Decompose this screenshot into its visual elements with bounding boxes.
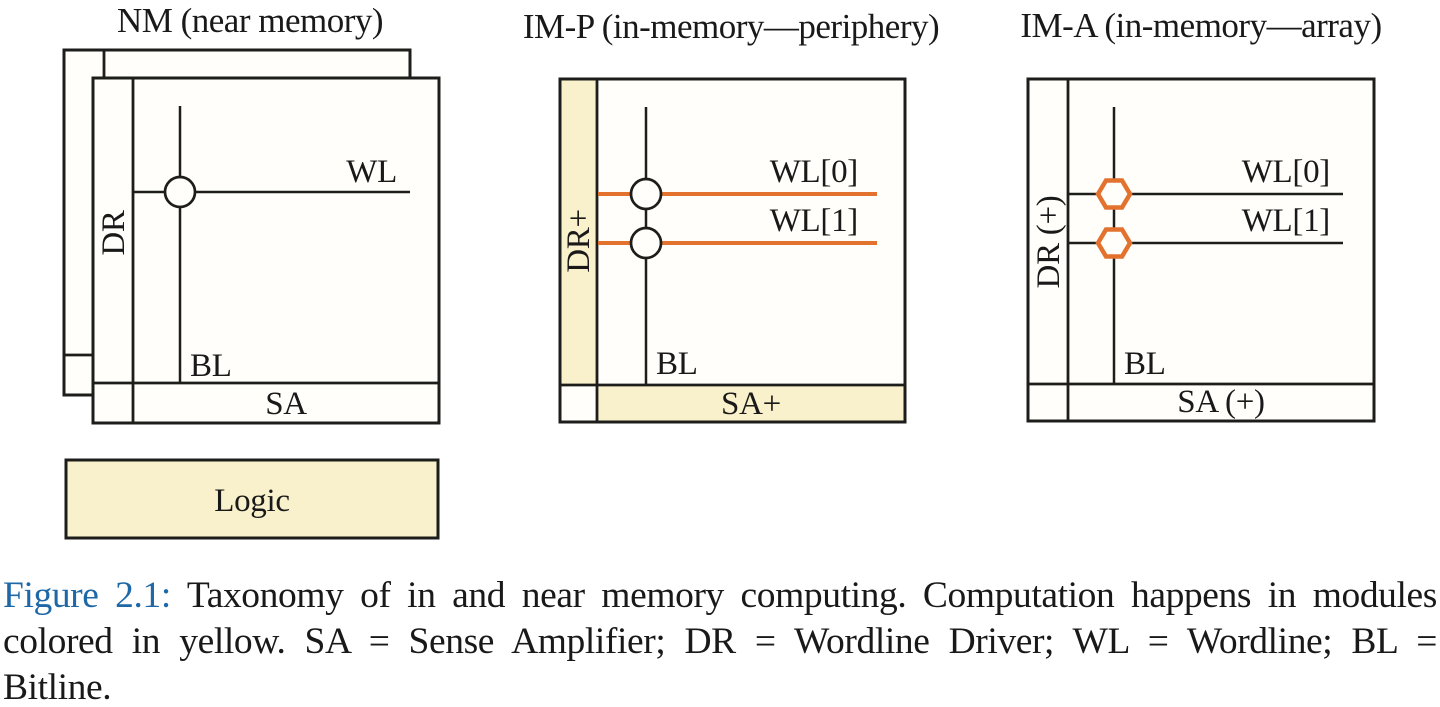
- nm-sa-label: SA: [265, 386, 307, 422]
- ima-wl1-label: WL[1]: [1242, 203, 1330, 239]
- nm-logic-label: Logic: [214, 483, 289, 519]
- imp-wl1-label: WL[1]: [770, 203, 858, 239]
- imp-dr-label: DR+: [561, 209, 597, 273]
- nm-dr-label: DR: [96, 210, 132, 256]
- imp-array-box-fill: [560, 79, 905, 422]
- imp-panel: IM-P (in-memory—periphery) WL[0] WL[1] B…: [523, 7, 940, 424]
- caption-line-1-text: Taxonomy of in and near memory computing…: [186, 575, 1438, 616]
- nm-logic-box: [64, 458, 440, 540]
- ima-panel: IM-A (in-memory—array) WL[0] WL[1] BL DR…: [1020, 6, 1382, 423]
- imp-memory-cell-circle-1: [629, 226, 663, 260]
- figure-caption: Figure 2.1: Taxonomy of in and near memo…: [3, 573, 1437, 707]
- imp-sa-plus-row: [597, 385, 905, 422]
- imp-title: IM-P (in-memory—periphery): [523, 7, 939, 46]
- nm-panel: NM (near memory) WL BL DR SA Logic: [62, 1, 441, 540]
- caption-line-1: Figure 2.1: Taxonomy of in and near memo…: [3, 573, 1437, 619]
- ima-sa-label: SA (+): [1177, 384, 1264, 420]
- ima-compute-cell-hexagon-1: [1095, 227, 1133, 259]
- nm-bl-label: BL: [190, 348, 232, 384]
- ima-wl0-label: WL[0]: [1242, 154, 1330, 190]
- ima-array-box: [1026, 77, 1376, 423]
- ima-dr-label: DR (+): [1031, 196, 1067, 289]
- imp-sa-label: SA+: [721, 386, 781, 422]
- ima-title: IM-A (in-memory—array): [1020, 6, 1381, 45]
- caption-line-2: colored in yellow. SA = Sense Amplifier;…: [3, 621, 1437, 662]
- taxonomy-diagram: NM (near memory) WL BL DR SA Logic IM-: [62, 1, 1382, 540]
- imp-wl0-label: WL[0]: [770, 154, 858, 190]
- imp-bl-label: BL: [656, 346, 698, 382]
- nm-memory-cell-circle: [163, 175, 197, 209]
- nm-title: NM (near memory): [117, 1, 383, 40]
- imp-dr-plus-column: [560, 79, 597, 385]
- caption-figure-number: Figure 2.1:: [3, 575, 171, 616]
- ima-bl-label: BL: [1124, 346, 1166, 382]
- nm-wl-label: WL: [346, 154, 397, 190]
- ima-compute-cell-hexagon-0: [1095, 178, 1133, 210]
- caption-line-3: Bitline.: [3, 667, 112, 707]
- nm-array-box: [91, 76, 441, 425]
- imp-array-box-border: [558, 77, 907, 424]
- imp-memory-cell-circle-0: [629, 177, 663, 211]
